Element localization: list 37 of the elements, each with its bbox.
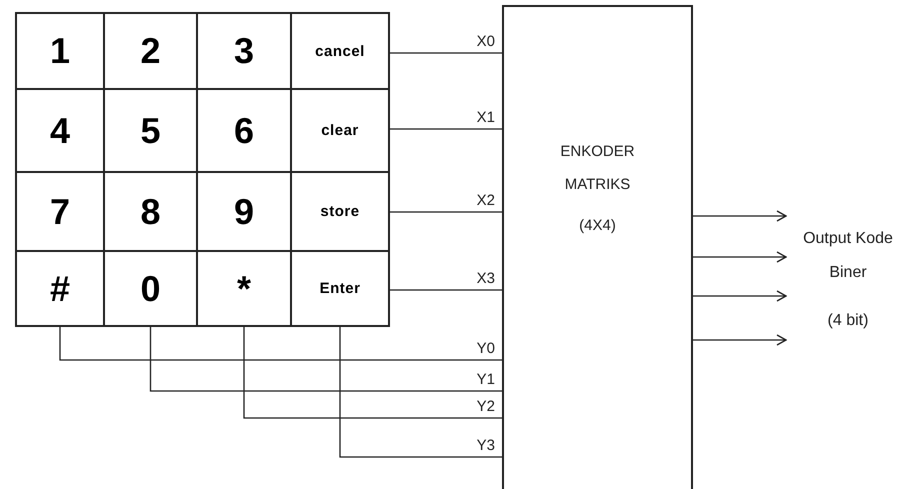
- wire-line: [339, 327, 502, 458]
- key-label: 6: [234, 110, 254, 152]
- wire-line: [390, 211, 502, 213]
- key-label: 3: [234, 30, 254, 72]
- keypad-key: [15, 250, 105, 327]
- key-label: 9: [234, 190, 254, 232]
- keypad-key: [290, 12, 390, 90]
- wire-line: [59, 327, 502, 361]
- key-label: store: [320, 203, 360, 220]
- keypad-key: [15, 12, 105, 90]
- key-label: 4: [50, 110, 70, 152]
- key-label: *: [236, 268, 251, 310]
- output-arrow: [693, 290, 787, 302]
- key-label: 0: [140, 268, 161, 310]
- keypad-key: [290, 250, 390, 327]
- key-label: 5: [140, 110, 161, 152]
- block-label: ENKODER MATRIKS: [559, 142, 636, 195]
- wire-line: [390, 289, 502, 291]
- key-label: 2: [140, 30, 161, 72]
- key-label: clear: [321, 122, 359, 139]
- output-arrow: [693, 210, 787, 222]
- wire-line: [150, 327, 502, 392]
- block-label: (4X4): [578, 216, 617, 236]
- output-arrow: [693, 334, 787, 346]
- key-label: 1: [50, 30, 70, 72]
- key-label: #: [50, 268, 70, 310]
- wire-line: [243, 327, 502, 419]
- key-label: cancel: [315, 42, 365, 60]
- key-label: 8: [140, 190, 161, 232]
- key-label: 7: [50, 190, 70, 232]
- wire-line: [390, 52, 502, 54]
- key-label: Enter: [320, 280, 360, 297]
- wire-line: [390, 128, 502, 130]
- output-arrow: [693, 251, 787, 263]
- output-label: Output Kode Biner: [802, 229, 894, 283]
- output-label: (4 bit): [826, 311, 870, 331]
- encoder-block: [502, 5, 693, 489]
